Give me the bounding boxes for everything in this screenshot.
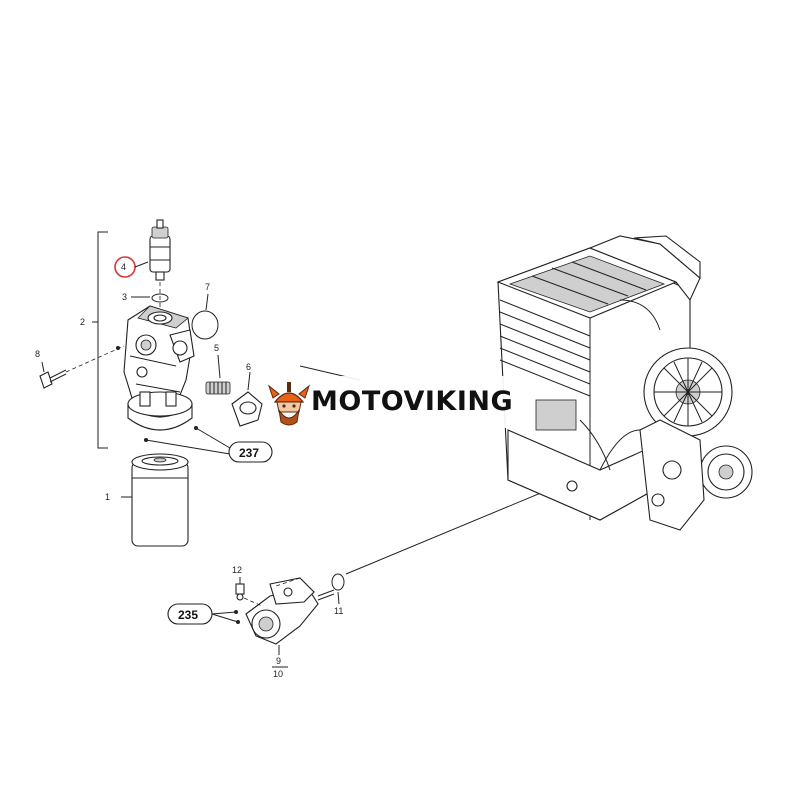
part-11-o-ring	[331, 573, 345, 605]
part-3-o-ring	[131, 293, 169, 303]
brand-name: MOTOVIKING	[311, 386, 514, 417]
part-label-8: 8	[35, 349, 40, 359]
part-label-4: 4	[121, 262, 126, 272]
part-label-3: 3	[122, 292, 127, 302]
part-label-6: 6	[246, 362, 251, 372]
part-label-9: 9	[276, 656, 281, 666]
part-label-5: 5	[214, 343, 219, 353]
part-9-fuel-pump	[245, 577, 335, 655]
part-12-fitting	[235, 577, 263, 607]
assembly-bracket	[92, 231, 108, 449]
part-8-bolt	[39, 345, 125, 389]
callout-235: 235	[167, 603, 240, 625]
part-label-2: 2	[80, 317, 85, 327]
part-5-spring	[205, 354, 231, 395]
part-label-10: 10	[273, 669, 283, 679]
callout-237: 237	[144, 426, 273, 463]
engine-illustration	[496, 235, 753, 531]
part-label-7: 7	[205, 282, 210, 292]
part-6-cover-plate	[231, 371, 263, 427]
part-1-filter-cartridge	[121, 453, 189, 547]
part-label-1: 1	[105, 492, 110, 502]
part-2-filter-head	[123, 305, 195, 431]
viking-helmet-logo-icon	[267, 382, 311, 426]
part-label-11: 11	[334, 606, 343, 616]
part-4-solenoid	[149, 219, 171, 312]
brand-banner: MOTOVIKING	[263, 376, 533, 428]
callout-label-235: 235	[178, 608, 198, 622]
part-label-12: 12	[232, 565, 242, 575]
part-7-o-ring	[191, 293, 219, 340]
callout-label-237: 237	[239, 446, 259, 460]
